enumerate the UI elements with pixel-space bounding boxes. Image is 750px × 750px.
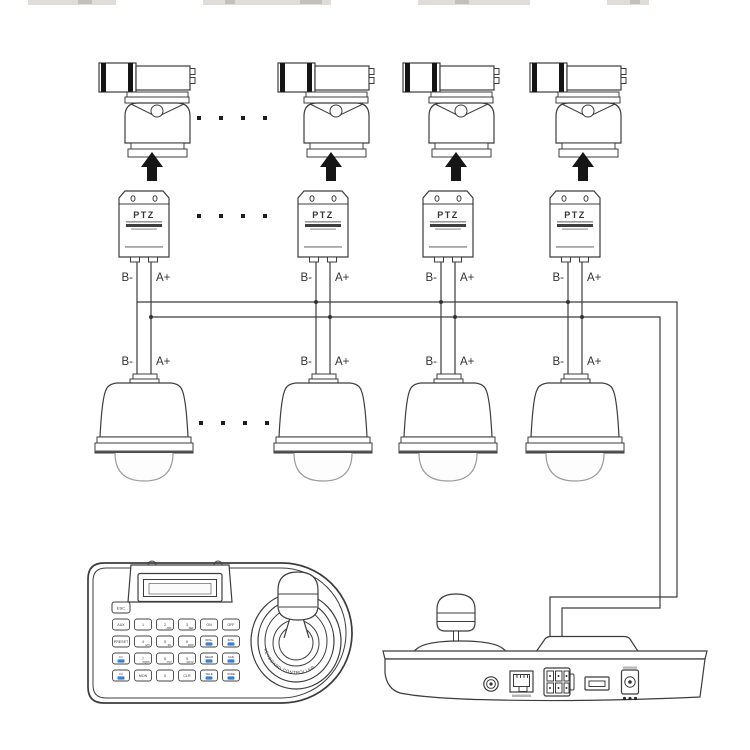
rear-ports bbox=[483, 666, 640, 701]
camera-chain-3 bbox=[398, 62, 500, 482]
cropped-text-artifact bbox=[28, 0, 649, 5]
camera-chain-4 bbox=[525, 62, 627, 482]
keypad-key: AUX bbox=[112, 618, 130, 631]
key-label: MON bbox=[139, 674, 148, 678]
key-blue-glyph bbox=[117, 659, 125, 663]
lcd-display bbox=[127, 560, 233, 603]
keypad-key: OFF bbox=[222, 618, 240, 631]
key-label: 3 bbox=[186, 623, 188, 627]
key-label: NEAR bbox=[205, 655, 214, 659]
key-label: 2 bbox=[164, 623, 166, 627]
rs485-bus-wires bbox=[137, 300, 678, 669]
key-label: TELE bbox=[205, 672, 213, 676]
key-sublabel: PQRS bbox=[143, 661, 150, 664]
bus-wire-b-minus bbox=[137, 301, 678, 669]
esc-key-label: ESC bbox=[117, 606, 125, 611]
camera-chain-1 bbox=[94, 62, 196, 482]
keyboard-controller-rear bbox=[382, 593, 708, 702]
lcd-screen bbox=[148, 583, 212, 595]
key-blue-glyph bbox=[117, 676, 125, 680]
round-connector-port bbox=[483, 676, 499, 692]
key-label: WIDE bbox=[227, 672, 235, 676]
keypad-key: NEAR bbox=[200, 652, 218, 665]
ellipsis-dots bbox=[197, 116, 269, 425]
key-label: ON bbox=[206, 623, 212, 627]
rs485-terminal-block bbox=[543, 667, 575, 697]
key-sublabel: WXYZ bbox=[186, 661, 194, 664]
key-blue-glyph bbox=[205, 642, 213, 646]
key-label: 5 bbox=[164, 640, 166, 644]
usb-port bbox=[584, 676, 610, 691]
esc-key: ESC bbox=[111, 601, 131, 614]
key-label: F1 bbox=[119, 655, 123, 659]
joystick-knob bbox=[277, 571, 319, 621]
key-label: F2 bbox=[119, 672, 123, 676]
key-sublabel: JKL bbox=[167, 644, 172, 647]
key-label: PRESET bbox=[114, 640, 129, 644]
keypad-key: PRESET bbox=[112, 635, 130, 648]
key-sublabel: ABC bbox=[167, 627, 172, 630]
keypad-key: MON bbox=[134, 669, 152, 682]
key-label: 4 bbox=[142, 640, 144, 644]
keypad-key: 1 bbox=[134, 618, 152, 631]
key-blue-glyph bbox=[227, 676, 235, 680]
key-label: AUX bbox=[117, 623, 125, 627]
keypad-key: IRIS- bbox=[222, 635, 240, 648]
keypad-key: ON bbox=[200, 618, 218, 631]
key-blue-glyph bbox=[227, 659, 235, 663]
key-label: FAR bbox=[228, 655, 235, 659]
wire-junction-dots bbox=[149, 300, 584, 319]
key-label: IRIS- bbox=[228, 638, 235, 642]
port-caption-artifact bbox=[512, 694, 531, 697]
joystick-rear bbox=[411, 593, 509, 658]
keypad-key: TELE bbox=[200, 669, 218, 682]
key-label: 1 bbox=[142, 623, 144, 627]
key-label: OFF bbox=[227, 623, 235, 627]
key-blue-glyph bbox=[205, 676, 213, 680]
keypad-key: FAR bbox=[222, 652, 240, 665]
key-sublabel: GHI bbox=[145, 644, 150, 647]
key-sublabel: MNO bbox=[188, 644, 194, 647]
rj45-port bbox=[509, 670, 534, 697]
keypad-key: 0 bbox=[156, 669, 174, 682]
key-sublabel: TUV bbox=[167, 661, 172, 664]
keypad-key: IRIS+ bbox=[200, 635, 218, 648]
key-label: 0 bbox=[164, 674, 166, 678]
key-label: 7 bbox=[142, 657, 144, 661]
key-label: 8 bbox=[164, 657, 166, 661]
port-caption-artifact bbox=[623, 666, 637, 669]
key-blue-glyph bbox=[205, 659, 213, 663]
key-label: 6 bbox=[186, 640, 188, 644]
keypad-key: WIDE bbox=[222, 669, 240, 682]
key-label: CLR bbox=[183, 674, 191, 678]
key-sublabel: DEF bbox=[189, 627, 194, 630]
keypad-key: F2 bbox=[112, 669, 130, 682]
keypad-key: CLR bbox=[178, 669, 196, 682]
key-label: IRIS+ bbox=[205, 638, 213, 642]
keypad-key: F1 bbox=[112, 652, 130, 665]
camera-chain-2 bbox=[273, 62, 375, 482]
key-label: 9 bbox=[186, 657, 188, 661]
bus-wire-a-plus bbox=[151, 316, 661, 669]
key-blue-glyph bbox=[227, 642, 235, 646]
dc-power-jack bbox=[620, 666, 640, 701]
